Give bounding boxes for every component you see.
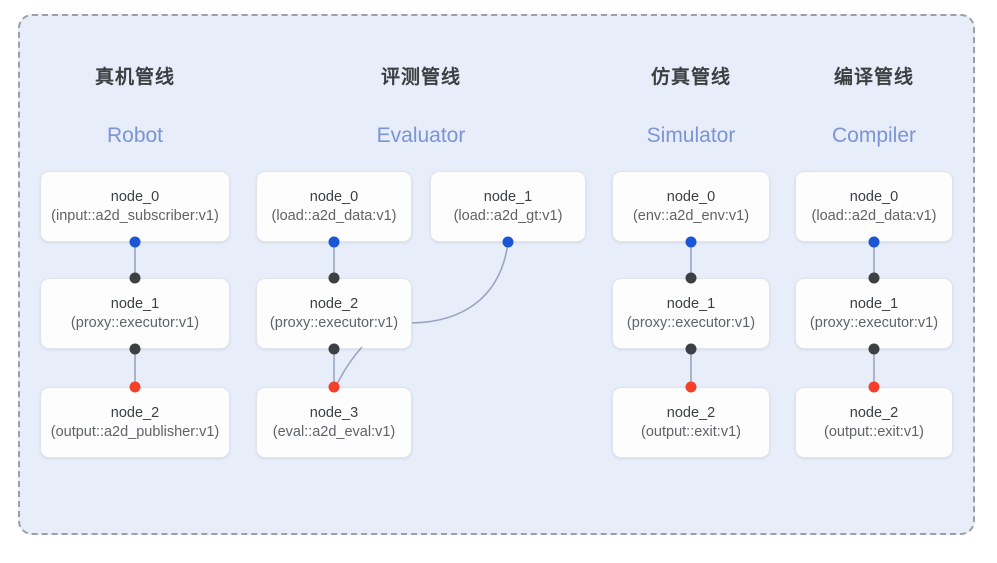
column-subtitle-compiler: Compiler	[831, 124, 917, 147]
node-simulator-2[interactable]: node_2 (output::exit:v1)	[612, 387, 770, 458]
node-subtitle: (env::a2d_env:v1)	[632, 208, 750, 224]
node-robot-1[interactable]: node_1 (proxy::executor:v1)	[40, 278, 230, 349]
port-input-red[interactable]	[868, 381, 880, 393]
port-input-red[interactable]	[685, 381, 697, 393]
port-input-black[interactable]	[685, 272, 697, 284]
node-subtitle: (output::exit:v1)	[824, 424, 924, 440]
column-subtitle-robot: Robot	[106, 124, 164, 147]
column-header-robot: 真机管线	[94, 66, 175, 88]
node-subtitle: (load::a2d_data:v1)	[811, 208, 937, 224]
node-subtitle: (load::a2d_data:v1)	[271, 208, 397, 224]
column-subtitle-simulator: Simulator	[646, 124, 736, 147]
port-output-blue[interactable]	[502, 236, 514, 248]
node-title: node_0	[309, 188, 359, 205]
node-title: node_2	[666, 404, 716, 421]
port-input-black[interactable]	[328, 272, 340, 284]
node-evaluator-3[interactable]: node_3 (eval::a2d_eval:v1)	[256, 387, 412, 458]
node-subtitle: (load::a2d_gt:v1)	[453, 208, 563, 224]
port-output-black[interactable]	[685, 343, 697, 355]
node-title: node_1	[483, 188, 533, 205]
port-input-red[interactable]	[129, 381, 141, 393]
node-subtitle: (proxy::executor:v1)	[626, 315, 756, 331]
node-simulator-1[interactable]: node_1 (proxy::executor:v1)	[612, 278, 770, 349]
port-output-blue[interactable]	[129, 236, 141, 248]
node-robot-2[interactable]: node_2 (output::a2d_publisher:v1)	[40, 387, 230, 458]
node-evaluator-0[interactable]: node_0 (load::a2d_data:v1)	[256, 171, 412, 242]
node-title: node_0	[666, 188, 716, 205]
port-output-black[interactable]	[868, 343, 880, 355]
node-subtitle: (proxy::executor:v1)	[70, 315, 200, 331]
node-evaluator-1[interactable]: node_1 (load::a2d_gt:v1)	[430, 171, 586, 242]
port-input-black[interactable]	[129, 272, 141, 284]
node-subtitle: (eval::a2d_eval:v1)	[272, 424, 396, 440]
port-output-black[interactable]	[328, 343, 340, 355]
node-subtitle: (proxy::executor:v1)	[269, 315, 399, 331]
node-robot-0[interactable]: node_0 (input::a2d_subscriber:v1)	[40, 171, 230, 242]
node-title: node_1	[110, 295, 160, 312]
port-input-black[interactable]	[868, 272, 880, 284]
node-compiler-2[interactable]: node_2 (output::exit:v1)	[795, 387, 953, 458]
port-input-red[interactable]	[328, 381, 340, 393]
node-subtitle: (output::a2d_publisher:v1)	[50, 424, 220, 440]
port-output-blue[interactable]	[328, 236, 340, 248]
column-header-evaluator: 评测管线	[380, 66, 461, 88]
node-title: node_2	[309, 295, 359, 312]
node-title: node_2	[110, 404, 160, 421]
node-subtitle: (output::exit:v1)	[641, 424, 741, 440]
node-compiler-0[interactable]: node_0 (load::a2d_data:v1)	[795, 171, 953, 242]
column-subtitle-evaluator: Evaluator	[376, 124, 466, 147]
port-output-black[interactable]	[129, 343, 141, 355]
node-title: node_0	[110, 188, 160, 205]
node-simulator-0[interactable]: node_0 (env::a2d_env:v1)	[612, 171, 770, 242]
node-title: node_1	[666, 295, 716, 312]
node-evaluator-2[interactable]: node_2 (proxy::executor:v1)	[256, 278, 412, 349]
node-compiler-1[interactable]: node_1 (proxy::executor:v1)	[795, 278, 953, 349]
column-header-simulator: 仿真管线	[650, 66, 731, 88]
node-title: node_3	[309, 404, 359, 421]
port-output-blue[interactable]	[685, 236, 697, 248]
node-title: node_0	[849, 188, 899, 205]
node-subtitle: (proxy::executor:v1)	[809, 315, 939, 331]
node-title: node_1	[849, 295, 899, 312]
column-header-compiler: 编译管线	[833, 66, 914, 88]
port-output-blue[interactable]	[868, 236, 880, 248]
node-subtitle: (input::a2d_subscriber:v1)	[51, 208, 219, 224]
node-title: node_2	[849, 404, 899, 421]
